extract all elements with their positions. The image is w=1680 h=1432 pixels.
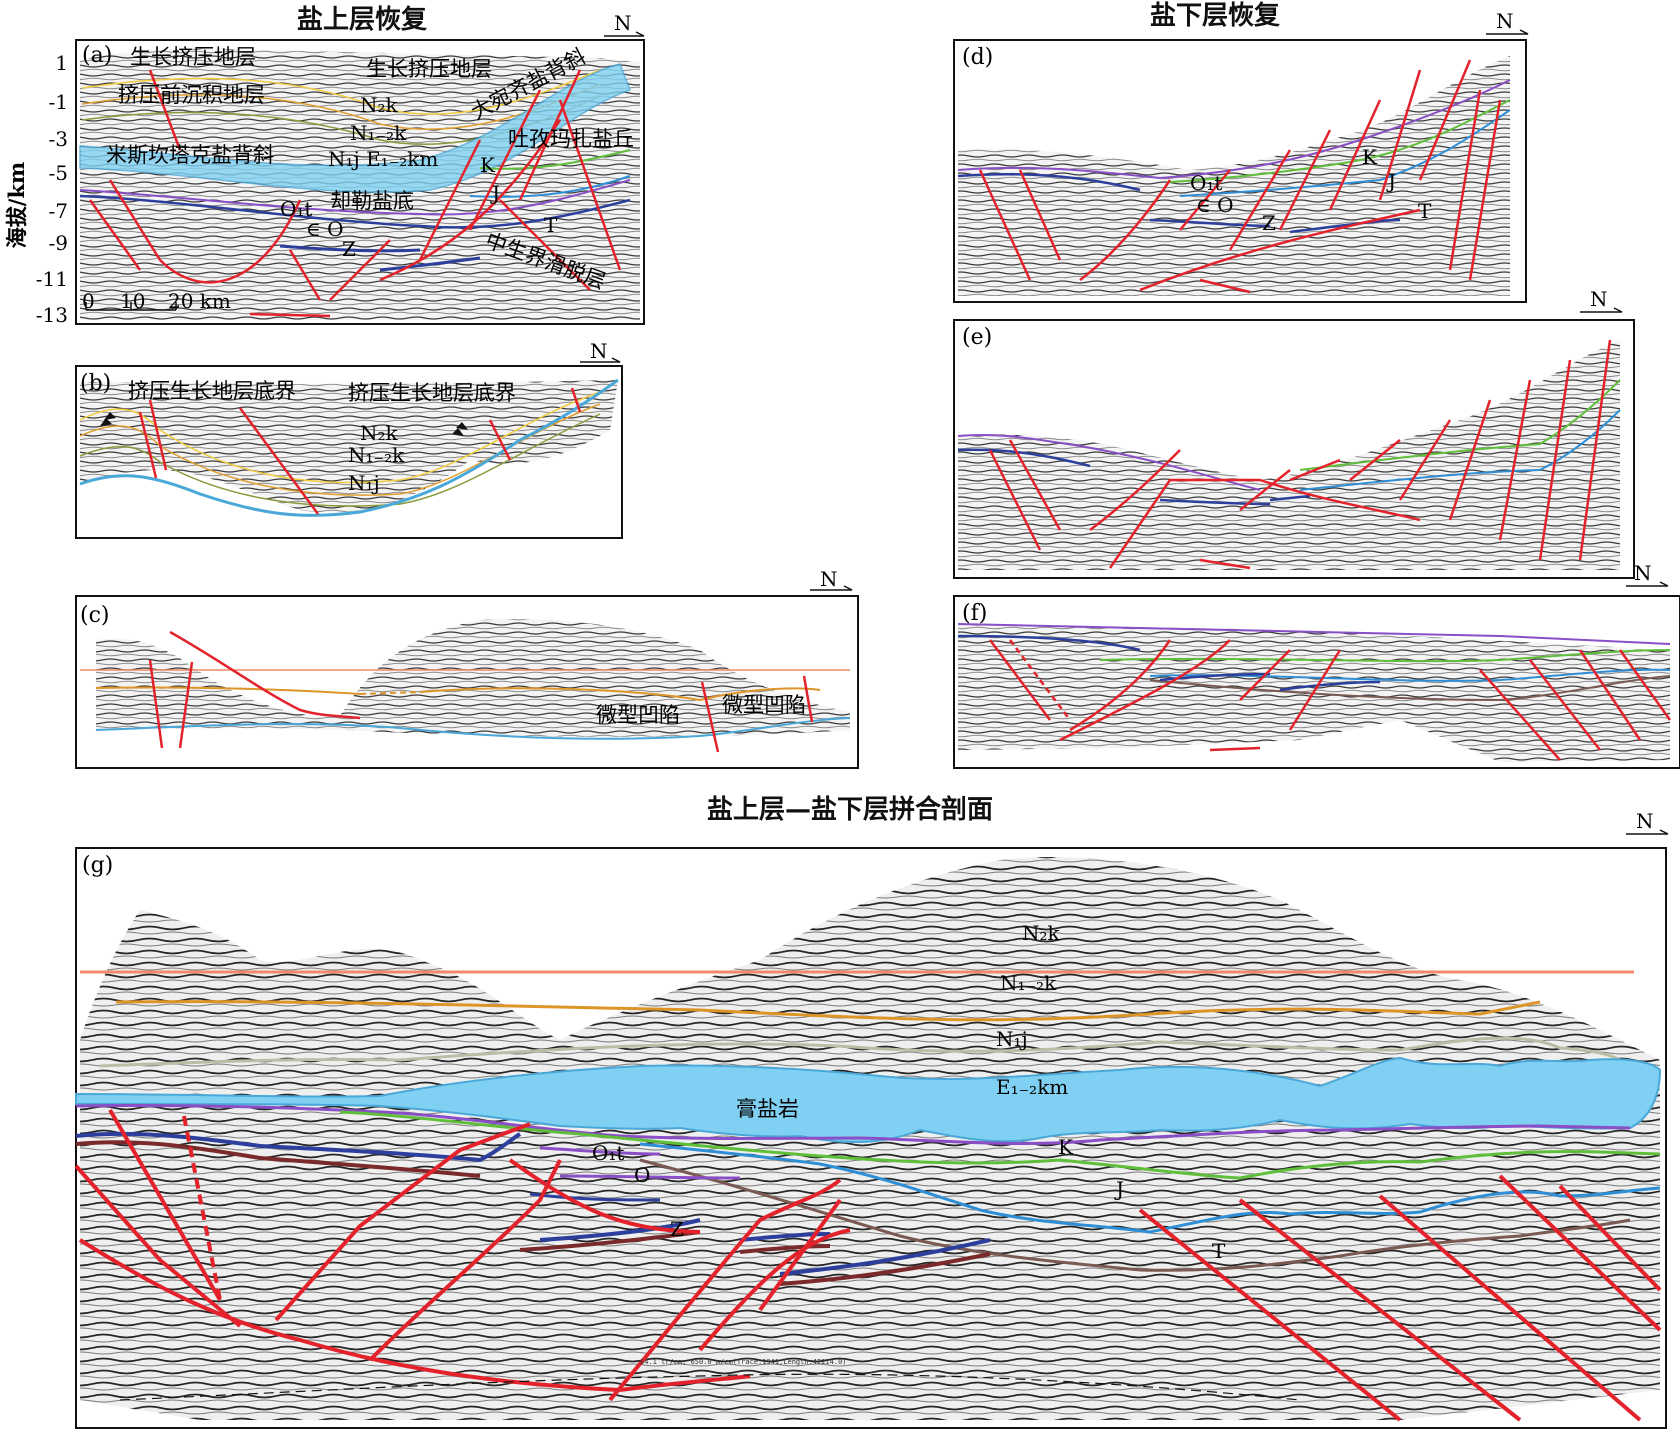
label-tuzimaza-dome: 吐孜玛扎盐丘 (508, 127, 634, 151)
scale-0: 0 (82, 289, 95, 313)
svg-text:N: N (820, 567, 838, 591)
label-g-e12km: E₁₋₂km (996, 1075, 1068, 1099)
north-arrow-a: N (604, 11, 645, 37)
panel-c: (c) 微型凹陷 微型凹陷 (75, 595, 859, 769)
y-tick-m7: -7 (49, 199, 68, 223)
label-d-k: K (1362, 145, 1378, 169)
svg-text:N: N (590, 339, 608, 363)
label-a-o1t: O₁t (280, 197, 312, 221)
label-b-n12k: N₁₋₂k (348, 443, 405, 467)
label-d-o1t: O₁t (1190, 171, 1222, 195)
y-tick-m13: -13 (36, 303, 68, 327)
north-arrow-g: N (1626, 809, 1669, 835)
panel-b-label: (b) (80, 371, 111, 396)
panel-d-label: (d) (962, 45, 993, 70)
seismic-line-watermark: 64.1 tr/cm, 650.0 m/cm(Trace:1941,Length… (640, 1358, 847, 1366)
panel-e: (e) (953, 319, 1635, 579)
label-g-n2k: N₂k (1022, 921, 1061, 945)
y-tick-1: 1 (55, 51, 68, 75)
svg-text:N: N (1590, 287, 1608, 311)
svg-text:N: N (1634, 561, 1652, 585)
panel-d: (d) K J O₁t ∈ O Z T (953, 39, 1527, 303)
label-growth-strata-2: 生长挤压地层 (366, 57, 492, 81)
combined-section-title: 盐上层—盐下层拼合剖面 (707, 794, 993, 825)
label-growth-base-1: 挤压生长地层底界 (128, 379, 296, 403)
label-g-o: O (634, 1163, 650, 1187)
label-micro-sag-1: 微型凹陷 (596, 703, 680, 727)
panel-g-label: (g) (82, 853, 113, 878)
y-axis-label: 海拔/km (4, 162, 29, 248)
y-tick-m3: -3 (49, 127, 68, 151)
scale-20: 20 km (168, 289, 231, 313)
label-growth-strata-1: 生长挤压地层 (130, 45, 256, 69)
label-a-co: ∈ O (306, 217, 344, 241)
label-g-t: T (1212, 1239, 1226, 1263)
label-gypsum-salt: 膏盐岩 (736, 1097, 799, 1121)
label-d-co: ∈ O (1196, 193, 1234, 217)
panel-a: 1 -1 -3 -5 -7 -9 -11 -13 海拔/km 0 10 20 k… (4, 39, 645, 327)
label-a-j: J (490, 181, 500, 205)
y-tick-m9: -9 (49, 231, 68, 255)
panel-f: (f) (953, 595, 1680, 769)
north-arrow-b: N (580, 339, 621, 363)
north-arrow-e: N (1580, 287, 1623, 313)
north-arrow-f: N (1626, 561, 1669, 587)
label-a-k: K (480, 153, 496, 177)
svg-text:N: N (1496, 9, 1514, 33)
label-growth-base-2: 挤压生长地层底界 (348, 381, 516, 405)
label-b-n2k: N₂k (360, 421, 399, 445)
y-tick-m5: -5 (49, 161, 68, 185)
y-tick-m11: -11 (36, 267, 68, 291)
panel-g: 64.1 tr/cm, 650.0 m/cm(Trace:1941,Length… (74, 847, 1667, 1429)
label-pre-compression-strata: 挤压前沉积地层 (118, 83, 265, 107)
label-g-j: J (1114, 1177, 1124, 1201)
label-micro-sag-2: 微型凹陷 (722, 693, 806, 717)
label-g-z: Z (670, 1217, 684, 1241)
below-salt-title: 盐下层恢复 (1150, 1, 1281, 31)
label-n12k: N₁₋₂k (350, 121, 407, 145)
svg-text:N: N (614, 11, 632, 35)
y-tick-m1: -1 (49, 90, 68, 114)
label-b-n1j: N₁j (348, 471, 380, 495)
label-d-t: T (1418, 199, 1432, 223)
label-g-n1j: N₁j (996, 1027, 1028, 1051)
above-salt-title: 盐上层恢复 (297, 5, 428, 35)
label-n2k: N₂k (360, 93, 399, 117)
label-d-z: Z (1262, 211, 1276, 235)
north-arrow-c: N (810, 567, 853, 591)
label-g-o1t: O₁t (592, 1141, 624, 1165)
scale-bar (85, 302, 177, 311)
svg-text:N: N (1636, 809, 1654, 833)
panel-a-label: (a) (82, 43, 112, 68)
panel-b: (b) 挤压生长地层底界 挤压生长地层底界 N₂k N₁₋₂k N₁j (75, 365, 623, 539)
label-a-z: Z (342, 237, 356, 261)
panel-f-label: (f) (962, 601, 987, 626)
north-arrow-d: N (1486, 9, 1529, 35)
panel-e-label: (e) (962, 325, 992, 350)
label-quele-salt-base: 却勒盐底 (330, 189, 414, 213)
label-g-n12k: N₁₋₂k (1000, 971, 1057, 995)
label-misi-anticline: 米斯坎塔克盐背斜 (106, 143, 274, 167)
label-n1j-e12km: N₁j E₁₋₂km (328, 147, 438, 171)
label-a-t: T (544, 213, 558, 237)
panel-c-label: (c) (80, 603, 110, 628)
label-d-j: J (1386, 169, 1396, 193)
scale-10: 10 (120, 289, 145, 313)
label-g-k: K (1058, 1135, 1074, 1159)
